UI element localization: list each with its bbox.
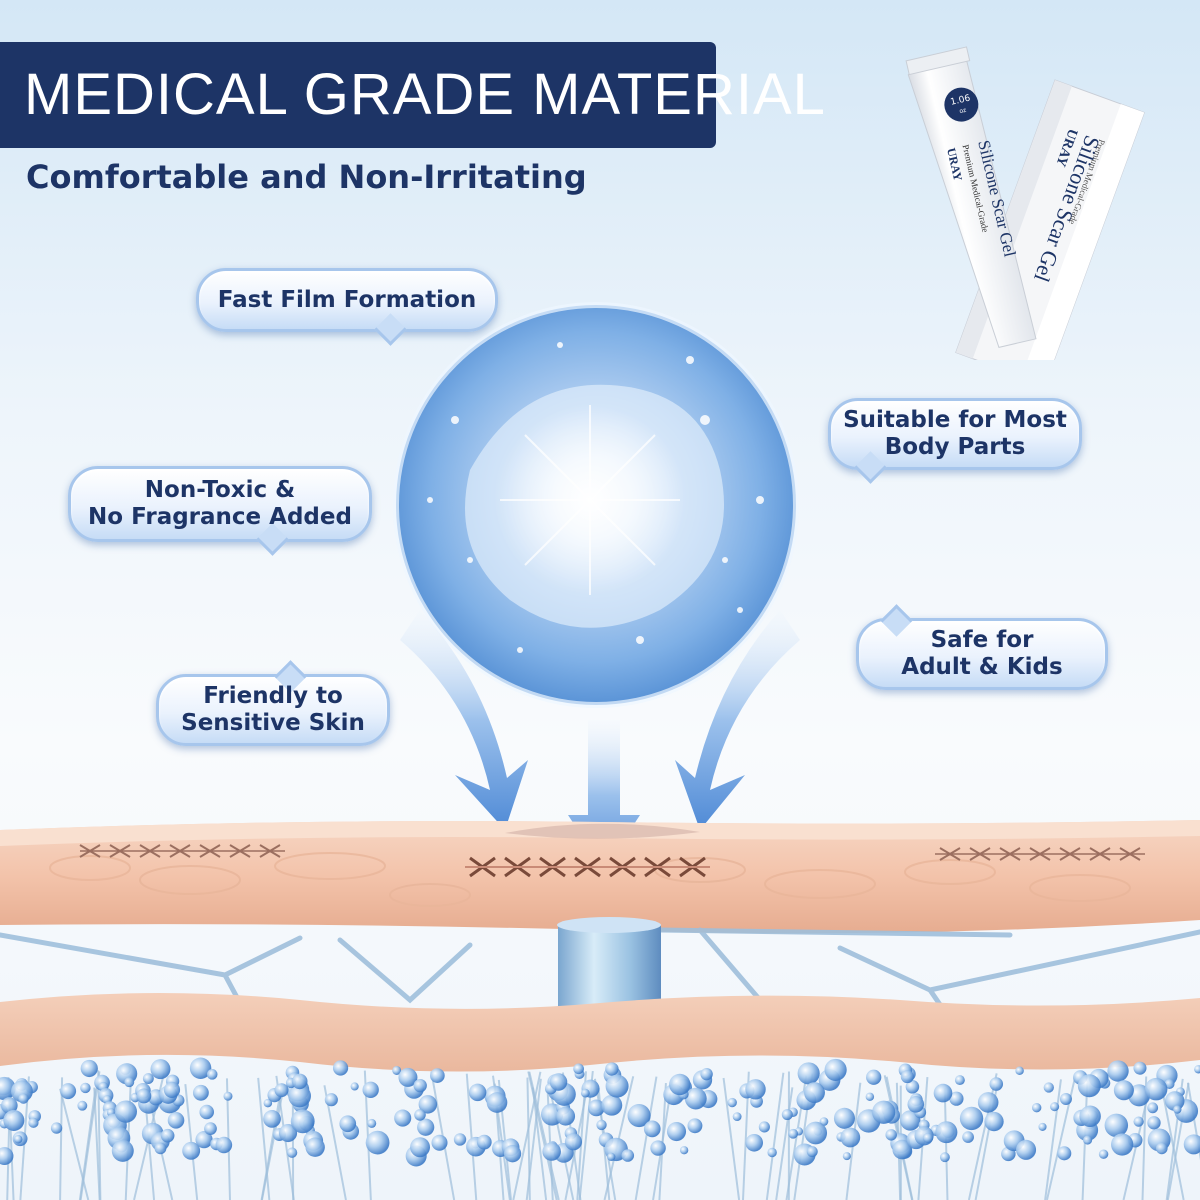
skin-layer-upper (0, 820, 1200, 934)
callout-text: Fast Film Formation (217, 286, 477, 313)
stitches-center (465, 856, 710, 878)
connective-fibers (0, 927, 1200, 1015)
down-arrow-right (675, 610, 800, 830)
callout-line2: No Fragrance Added (88, 504, 352, 530)
stitches-right (935, 847, 1145, 861)
gel-droplet-orb (393, 302, 799, 708)
down-arrow-left (400, 610, 528, 830)
callout-line2: Adult & Kids (901, 654, 1063, 680)
product-tube-and-box: URAY Silicone Scar Gel Premium Medical-G… (905, 46, 1145, 360)
stitches-left (79, 844, 285, 858)
callout-line1: Non-Toxic & (144, 477, 296, 503)
callout-line1: Friendly to (203, 683, 343, 709)
svg-text:1.06: 1.06 (950, 94, 972, 108)
svg-text:oz: oz (959, 107, 967, 115)
callout-line2: Sensitive Skin (181, 710, 365, 736)
page-subtitle: Comfortable and Non-Irritating (26, 158, 587, 196)
callout-fast-film-formation: Fast Film Formation (196, 268, 498, 346)
callout-line2: Body Parts (884, 434, 1026, 460)
callout-non-toxic: Non-Toxic &No Fragrance Added (68, 466, 372, 556)
gel-bubble-network (0, 1057, 1200, 1200)
skin-layer-lower (0, 992, 1200, 1072)
header-banner: MEDICAL GRADE MATERIAL (0, 42, 825, 148)
callout-line1: Safe for (930, 627, 1034, 653)
callout-line1: Suitable for Most (843, 407, 1067, 433)
page-title: MEDICAL GRADE MATERIAL (24, 62, 826, 127)
